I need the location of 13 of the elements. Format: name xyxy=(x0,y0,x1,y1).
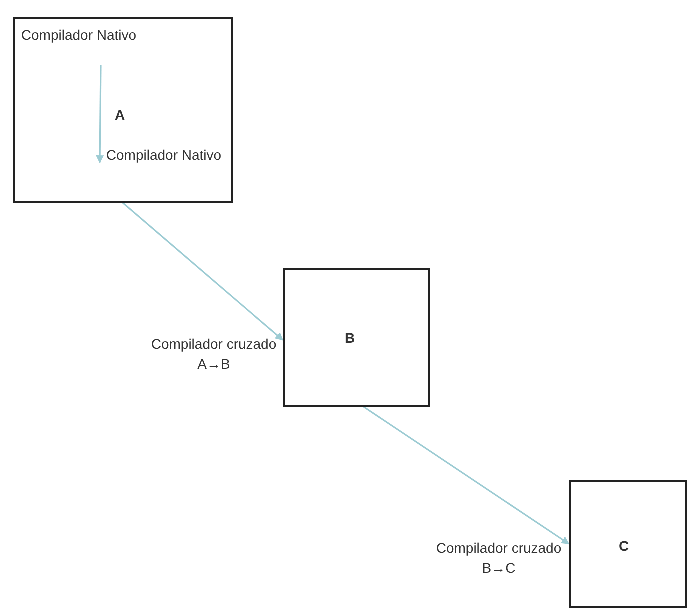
cross-compiler-label: Compilador cruzado B→C xyxy=(435,539,563,578)
box-letter: A xyxy=(115,106,126,125)
cross-compiler-label: Compilador cruzado A→B xyxy=(150,335,278,374)
square-box xyxy=(283,268,430,407)
square-box xyxy=(13,17,233,203)
compiler-label: Compilador Nativo xyxy=(19,25,139,67)
box-letter: B xyxy=(345,329,356,348)
square-box xyxy=(569,480,687,608)
compiler-label: Compilador Nativo xyxy=(102,145,226,189)
arrow xyxy=(122,202,284,341)
arrow xyxy=(96,65,104,164)
box-letter: C xyxy=(619,537,630,556)
arrow xyxy=(363,406,570,545)
